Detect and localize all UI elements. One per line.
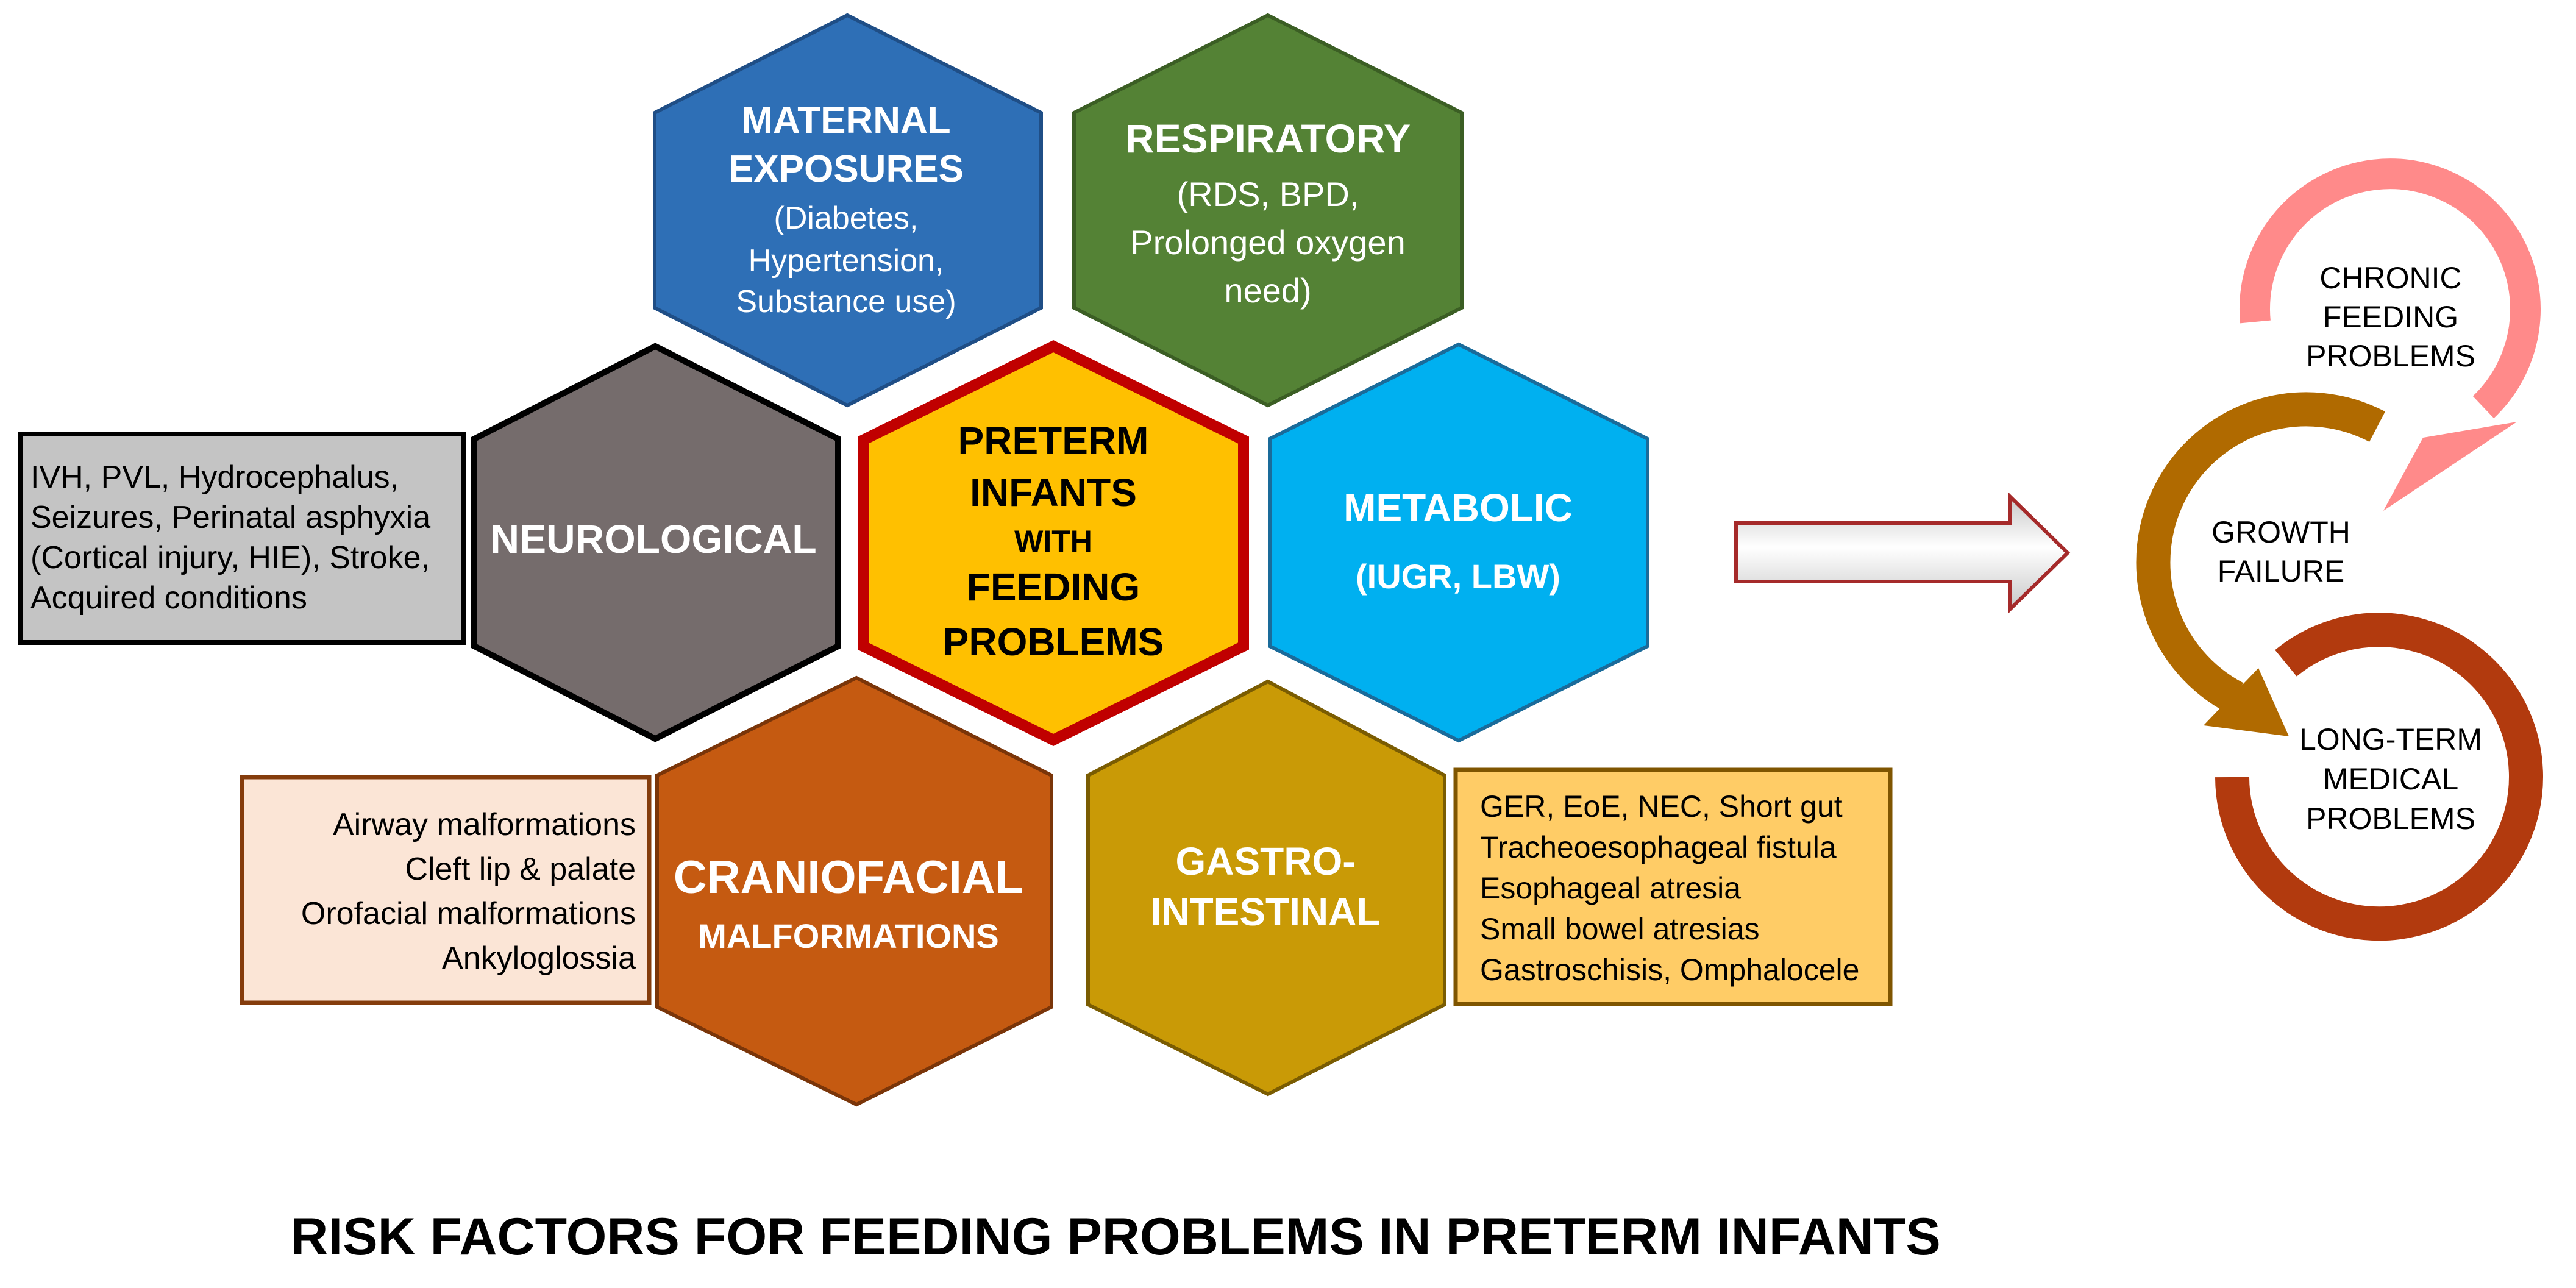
gastrointestinal-conditions-box	[1453, 767, 1893, 1006]
gastro-title-2: INTESTINAL	[1151, 890, 1381, 934]
growth-failure-arrowhead	[2204, 668, 2289, 736]
growth-failure-arc	[2136, 392, 2385, 713]
maternal-sub-1: (Diabetes,	[774, 201, 919, 236]
chronic-feeding-arrowhead	[2383, 422, 2517, 511]
respiratory-sub-2: Prolonged oxygen	[1130, 223, 1405, 262]
respiratory-sub-3: need)	[1224, 271, 1311, 310]
neurological-conditions-box	[18, 432, 466, 645]
gi-box-line-5: Gastroschisis, Omphalocele	[1480, 953, 1859, 987]
growth-label-1: GROWTH	[2211, 515, 2350, 549]
center-line-4: FEEDING	[967, 565, 1140, 609]
center-line-5: PROBLEMS	[943, 620, 1164, 664]
longterm-label-1: LONG-TERM	[2299, 722, 2482, 756]
gi-box-line-2: Tracheoesophageal fistula	[1480, 830, 1837, 864]
longterm-label-2: MEDICAL	[2323, 762, 2458, 796]
chronic-label-1: CHRONIC	[2319, 261, 2461, 295]
cranio-box-line-2: Cleft lip & palate	[405, 852, 636, 887]
respiratory-title: RESPIRATORY	[1125, 116, 1411, 161]
maternal-exposures-hex	[653, 13, 1043, 408]
chronic-label-2: FEEDING	[2323, 300, 2458, 334]
gastro-title-1: GASTRO-	[1175, 839, 1355, 883]
craniofacial-hex	[655, 675, 1053, 1107]
respiratory-sub-1: (RDS, BPD,	[1177, 175, 1359, 213]
maternal-title-1: MATERNAL	[741, 99, 950, 141]
respiratory-hex	[1072, 13, 1464, 408]
cranio-box-line-4: Ankyloglossia	[442, 941, 636, 976]
metabolic-sub: (IUGR, LBW)	[1356, 557, 1560, 596]
center-hex	[858, 340, 1249, 747]
right-arrow	[1734, 492, 2071, 614]
craniofacial-sub: MALFORMATIONS	[698, 917, 999, 955]
center-line-2: INFANTS	[970, 471, 1137, 514]
metabolic-title: METABOLIC	[1343, 486, 1573, 530]
gastrointestinal-hex	[1086, 679, 1446, 1097]
gi-box-line-3: Esophageal atresia	[1480, 871, 1741, 905]
craniofacial-title: CRANIOFACIAL	[674, 852, 1023, 903]
long-term-arc	[2215, 613, 2543, 941]
neuro-box-line-1: IVH, PVL, Hydrocephalus,	[30, 460, 399, 495]
metabolic-hex	[1268, 342, 1649, 743]
center-line-1: PRETERM	[958, 419, 1149, 463]
chronic-label-3: PROBLEMS	[2306, 339, 2475, 373]
chronic-feeding-arc	[2240, 158, 2541, 419]
neuro-box-line-4: Acquired conditions	[30, 580, 307, 616]
neurological-hex	[471, 343, 841, 742]
maternal-title-2: EXPOSURES	[728, 148, 964, 190]
cranio-box-line-3: Orofacial malformations	[301, 896, 636, 931]
center-line-3: WITH	[1014, 524, 1092, 558]
longterm-label-3: PROBLEMS	[2306, 802, 2475, 836]
craniofacial-conditions-box	[240, 775, 652, 1005]
gi-box-line-1: GER, EoE, NEC, Short gut	[1480, 789, 1843, 824]
neuro-box-line-2: Seizures, Perinatal asphyxia	[30, 500, 430, 535]
gi-box-line-4: Small bowel atresias	[1480, 912, 1760, 946]
growth-label-2: FAILURE	[2218, 554, 2344, 588]
neuro-box-line-3: (Cortical injury, HIE), Stroke,	[30, 540, 430, 575]
footer-title: RISK FACTORS FOR FEEDING PROBLEMS IN PRE…	[290, 1208, 1941, 1266]
maternal-sub-3: Substance use)	[736, 284, 956, 319]
neurological-title: NEUROLOGICAL	[490, 516, 816, 561]
maternal-sub-2: Hypertension,	[749, 243, 944, 279]
cranio-box-line-1: Airway malformations	[333, 807, 636, 842]
